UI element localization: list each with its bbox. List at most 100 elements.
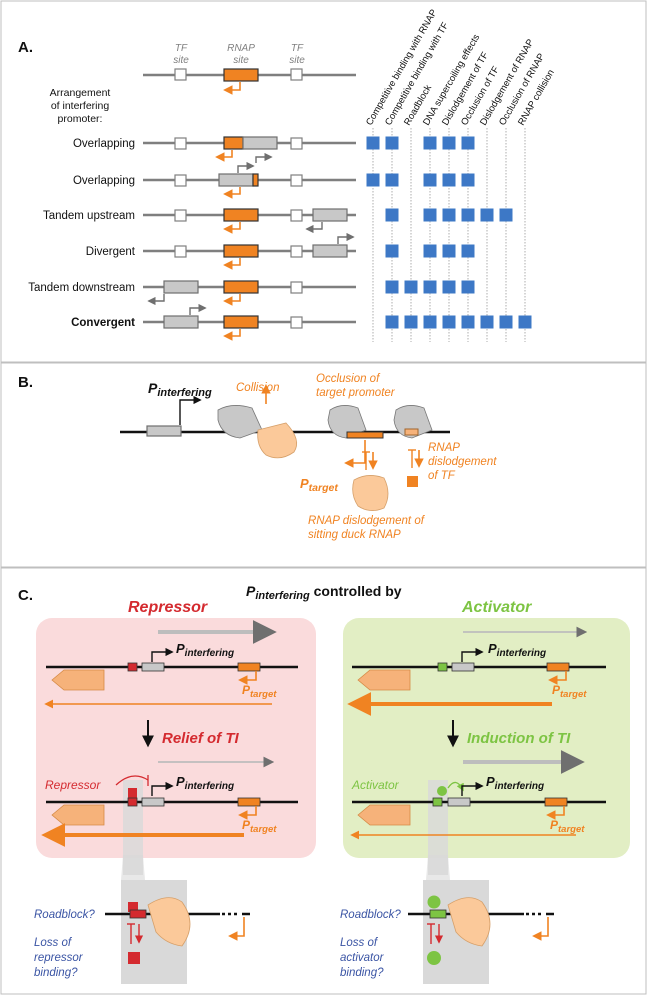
repressor-small-label: Repressor [45,778,101,792]
interfering-direction-arrow [179,395,202,425]
arrangement-label-2: of interfering [51,100,110,112]
mechanism-mark [442,208,456,222]
rnap-site-label-b: site [233,55,249,66]
mechanism-mark [461,136,475,150]
repressor-zoom-inset: Roadblock? Loss of repressor binding? [34,880,250,984]
rnap-dislodge-tf-2: dislodgement [428,456,497,468]
rnap-sitting-duck [352,475,389,511]
p-target-label: Ptarget [300,476,338,494]
roadblock-question: Roadblock? [34,909,95,921]
p-interfering-label: Pinterfering [176,774,234,792]
roadblock-question: Roadblock? [340,909,401,921]
target-promoter-box [346,431,384,439]
panel-c: C. Pinterfering controlled by Repressor … [0,567,647,995]
mechanism-mark [385,173,399,187]
induction-of-ti-label: Induction of TI [467,730,571,747]
target-promoter-box [546,662,570,672]
operator-box [127,662,138,672]
p-interfering-label: Pinterfering [486,774,544,792]
target-rnap [51,804,105,826]
mechanism-mark [480,315,494,329]
mechanism-mark [423,244,437,258]
repressor-protein [128,788,137,798]
mechanism-mark [404,315,418,329]
mechanism-mark [423,315,437,329]
mechanism-mark [385,136,399,150]
row-label: Tandem upstream [43,210,135,222]
activator-small-label: Activator [351,778,400,792]
mechanism-mark [385,208,399,222]
interfering-promoter-box [141,662,165,672]
activator-protein [437,786,447,796]
arrangement-label-3: promoter: [58,113,103,125]
row-tandem-upstream [143,208,356,234]
mechanism-mark [385,244,399,258]
mechanism-mark [461,280,475,294]
mechanism-mark [442,173,456,187]
mechanism-mark [423,280,437,294]
panel-a-frame [0,0,647,363]
mechanism-mark [442,244,456,258]
mechanism-guide-lines [372,128,526,342]
row-label: Divergent [86,246,136,258]
rnap-orange [447,897,491,947]
target-promoter-box [237,662,261,672]
panel-c-label: C. [18,587,33,604]
mechanism-marks [366,136,532,329]
target-rnap [357,669,411,691]
dislodged-tf-square [407,476,418,487]
mechanism-mark [423,173,437,187]
rnap-gray-dislodge [393,405,433,439]
tf-site-label-2: TF [291,43,304,54]
svg-text:Loss of: Loss of [34,937,73,949]
row-label: Overlapping [73,138,135,150]
row-label: Tandem downstream [28,282,135,294]
p-target-label: Ptarget [550,818,585,835]
svg-text:binding?: binding? [340,967,384,979]
arrangement-label-1: Arrangement [50,87,111,99]
operator-box [437,662,448,672]
mechanism-mark [461,208,475,222]
rnap-site-box [223,68,259,82]
activator-title: Activator [461,599,532,616]
target-promoter-arrow [344,440,366,468]
dislodged-repressor [128,952,140,964]
panel-b: B. Pinterfering Collision Occlusion of t… [0,362,647,568]
dislodged-activator [427,951,441,965]
svg-text:binding?: binding? [34,967,78,979]
mechanism-mark [442,315,456,329]
mechanism-mark [480,208,494,222]
activator-before: Pinterfering Ptarget [347,626,606,716]
sitting-duck-label-2: sitting duck RNAP [308,529,401,541]
interfering-promoter-box [146,425,182,437]
panel-b-label: B. [18,374,33,391]
mechanism-mark [499,315,513,329]
panel-a: A. TF site RNAP site TF site Arrangement… [0,0,647,363]
mechanism-mark [518,315,532,329]
row-tandem-downstream [143,280,356,306]
sitting-duck-label-1: RNAP dislodgement of [308,515,426,527]
mechanism-mark [366,136,380,150]
mechanism-mark [366,173,380,187]
mechanism-mark [499,208,513,222]
occlusion-label-1: Occlusion of [316,373,381,385]
mechanism-mark [385,280,399,294]
rnap-orange [147,897,191,947]
panel-b-frame [0,362,647,568]
tf-box [404,428,419,436]
reference-construct: TF site RNAP site TF site [143,43,356,95]
mechanism-mark [461,315,475,329]
mechanism-mark [442,280,456,294]
tf-site-label-1b: site [173,55,189,66]
tf-site-label-2b: site [289,55,305,66]
panel-a-label: A. [18,39,33,56]
row-divergent [143,232,356,270]
repressor-title: Repressor [128,599,208,616]
svg-text:repressor: repressor [34,952,84,964]
mechanism-mark [385,315,399,329]
rnap-gray-collision [217,405,263,439]
activator-zoom-inset: Roadblock? Loss of activator binding? [340,880,554,984]
